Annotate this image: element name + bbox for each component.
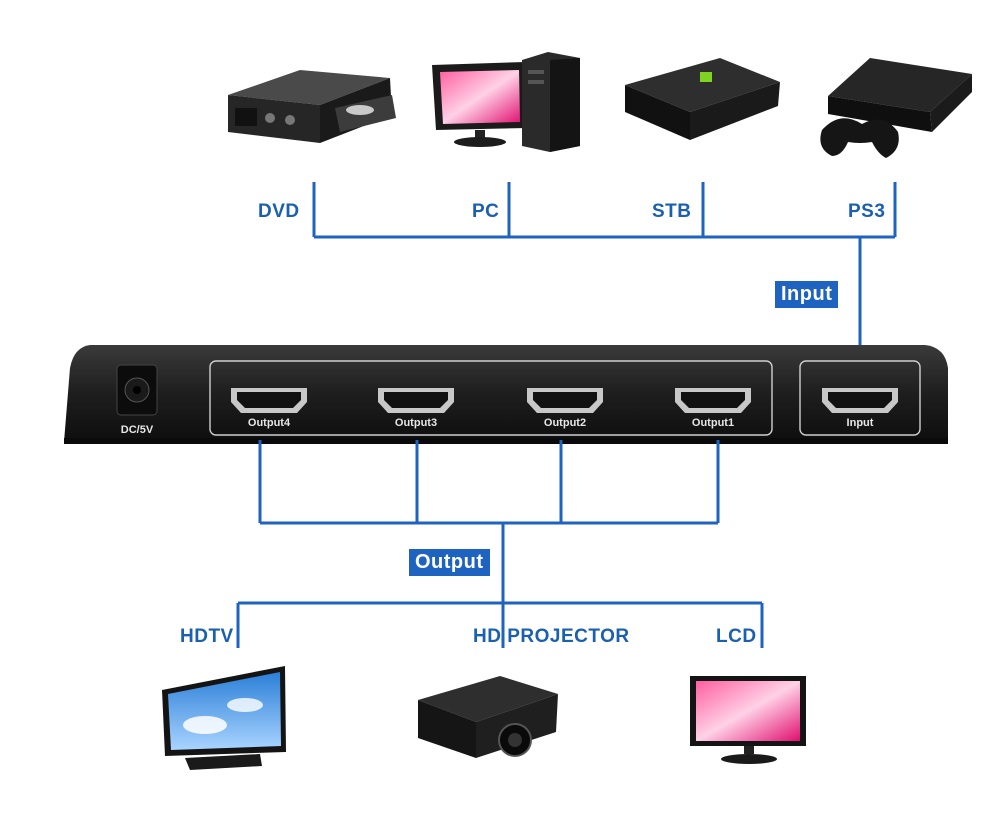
- display-label-hdtv: HDTV: [180, 626, 234, 647]
- display-label-projector: HD PROJECTOR: [473, 626, 630, 647]
- set-top-box-icon: [625, 58, 780, 140]
- lcd-monitor-icon: [690, 676, 806, 764]
- source-bus-lines: [312, 182, 897, 372]
- input-tag: Input: [775, 281, 839, 308]
- hdmi-port-input: [822, 388, 898, 413]
- hdmi-port-output2: [527, 388, 603, 413]
- port-label-output2: Output2: [544, 417, 586, 429]
- port-label-input: Input: [847, 417, 874, 429]
- hdmi-port-output4: [231, 388, 307, 413]
- display-label-lcd: LCD: [716, 626, 757, 647]
- port-label-output1: Output1: [692, 417, 734, 429]
- source-label-pc: PC: [472, 201, 500, 222]
- hdmi-port-output3: [378, 388, 454, 413]
- pc-icon: [432, 52, 580, 152]
- port-label-output3: Output3: [395, 417, 437, 429]
- port-label-output4: Output4: [248, 417, 291, 429]
- ps3-console-icon: [820, 58, 972, 158]
- power-label: DC/5V: [121, 424, 154, 436]
- output-bus-lines: [236, 440, 764, 648]
- hdmi-splitter-box: [64, 345, 948, 444]
- source-label-ps3: PS3: [848, 201, 886, 222]
- source-label-stb: STB: [652, 201, 692, 222]
- dvd-player-icon: [228, 70, 396, 143]
- output-tag: Output: [409, 549, 490, 576]
- hdtv-icon: [162, 666, 286, 770]
- source-label-dvd: DVD: [258, 201, 300, 222]
- projector-icon: [418, 676, 558, 758]
- hdmi-port-output1: [675, 388, 751, 413]
